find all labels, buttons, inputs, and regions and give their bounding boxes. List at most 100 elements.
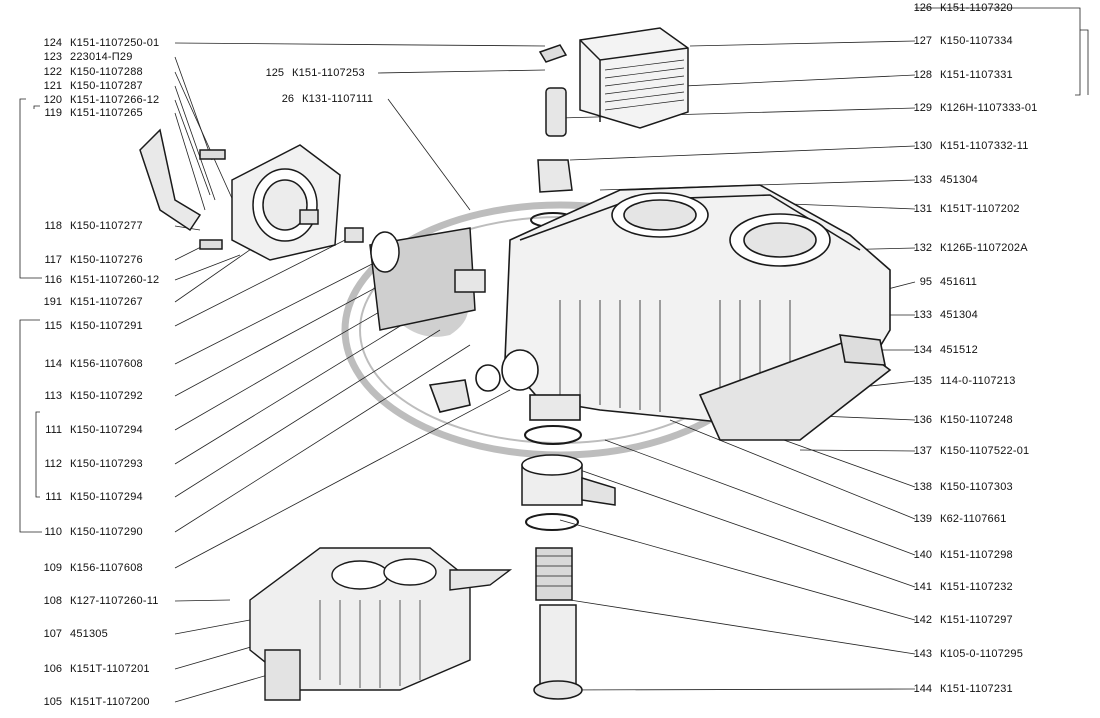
callout-number: 123 — [43, 51, 62, 63]
callout-number: 138 — [913, 481, 932, 493]
callout-number: 128 — [913, 69, 932, 81]
fuel-inlet-stack — [521, 425, 616, 700]
leader-line-left-4 — [174, 99, 211, 196]
callout-number: 110 — [44, 526, 62, 538]
callout-part-code: К156-1107608 — [70, 358, 143, 370]
callout-part-code: К126Н-1107333-01 — [940, 102, 1038, 114]
leader-line-left-11 — [174, 259, 381, 365]
callout-left-13[interactable]: 111 К150-1107294 — [36, 423, 143, 437]
callout-part-code: К150-1107334 — [940, 35, 1013, 47]
leader-line-right-15 — [669, 419, 916, 520]
callout-right-7[interactable]: 132 К126Б-1107202А — [908, 241, 1028, 255]
leader-line-left-13 — [174, 299, 401, 431]
callout-number: 26 — [281, 93, 294, 105]
callout-left-16[interactable]: 110 К150-1107290 — [36, 525, 143, 539]
callout-part-code: К150-1107294 — [70, 424, 143, 436]
callout-part-code: 114-0-1107213 — [940, 375, 1016, 387]
callout-left-1[interactable]: 123 223014-П29 — [36, 50, 133, 64]
callout-number: 107 — [43, 628, 62, 640]
leader-line-right-4 — [569, 145, 916, 161]
callout-number: 111 — [45, 491, 62, 503]
callout-number: 139 — [913, 513, 932, 525]
callout-part-code: К151-1107253 — [292, 67, 365, 79]
leader-line-left-15 — [174, 329, 441, 498]
callout-part-code: К151-1107331 — [940, 69, 1013, 81]
callout-right-16[interactable]: 140 К151-1107298 — [908, 548, 1013, 562]
callout-part-code: К150-1107288 — [70, 66, 143, 78]
callout-part-code: К150-1107290 — [70, 526, 143, 538]
callout-right-13[interactable]: 137 К150-1107522-01 — [908, 444, 1030, 458]
leader-line-middle-1 — [387, 98, 471, 211]
leader-line-right-17 — [579, 469, 916, 588]
leader-line-left-14 — [174, 319, 411, 465]
callout-part-code: К150-1107276 — [70, 254, 143, 266]
callout-part-code: К151-1107298 — [940, 549, 1013, 561]
callout-part-code: 451304 — [940, 309, 978, 321]
callout-number: 142 — [913, 614, 932, 626]
callout-number: 108 — [43, 595, 62, 607]
leader-line-right-1 — [689, 40, 916, 47]
callout-part-code: К150-1107291 — [70, 320, 143, 332]
callout-number: 111 — [45, 424, 62, 436]
callout-part-code: К127-1107260-11 — [70, 595, 159, 607]
leader-line-right-16 — [604, 439, 916, 556]
leader-line-left-10 — [174, 239, 346, 327]
leader-lines — [174, 7, 1075, 703]
leader-line-left-16 — [174, 344, 471, 533]
callout-number: 112 — [44, 458, 62, 470]
callout-part-code: 223014-П29 — [70, 51, 133, 63]
callout-left-18[interactable]: 108 К127-1107260-11 — [36, 594, 159, 608]
callout-number: 140 — [913, 549, 932, 561]
callout-part-code: К126Б-1107202А — [940, 242, 1028, 254]
callout-number: 118 — [44, 220, 62, 232]
callout-number: 132 — [913, 242, 932, 254]
callout-number: 137 — [913, 445, 932, 457]
callout-part-code: К151-1107232 — [940, 581, 1013, 593]
leader-line-left-19 — [174, 619, 251, 635]
callout-part-code: К150-1107522-01 — [940, 445, 1030, 457]
callout-number: 109 — [43, 562, 62, 574]
callout-right-2[interactable]: 128 К151-1107331 — [908, 68, 1013, 82]
carburettor-body — [428, 184, 892, 441]
callout-part-code: К151Т-1107200 — [70, 696, 150, 708]
callout-number: 106 — [43, 663, 62, 675]
